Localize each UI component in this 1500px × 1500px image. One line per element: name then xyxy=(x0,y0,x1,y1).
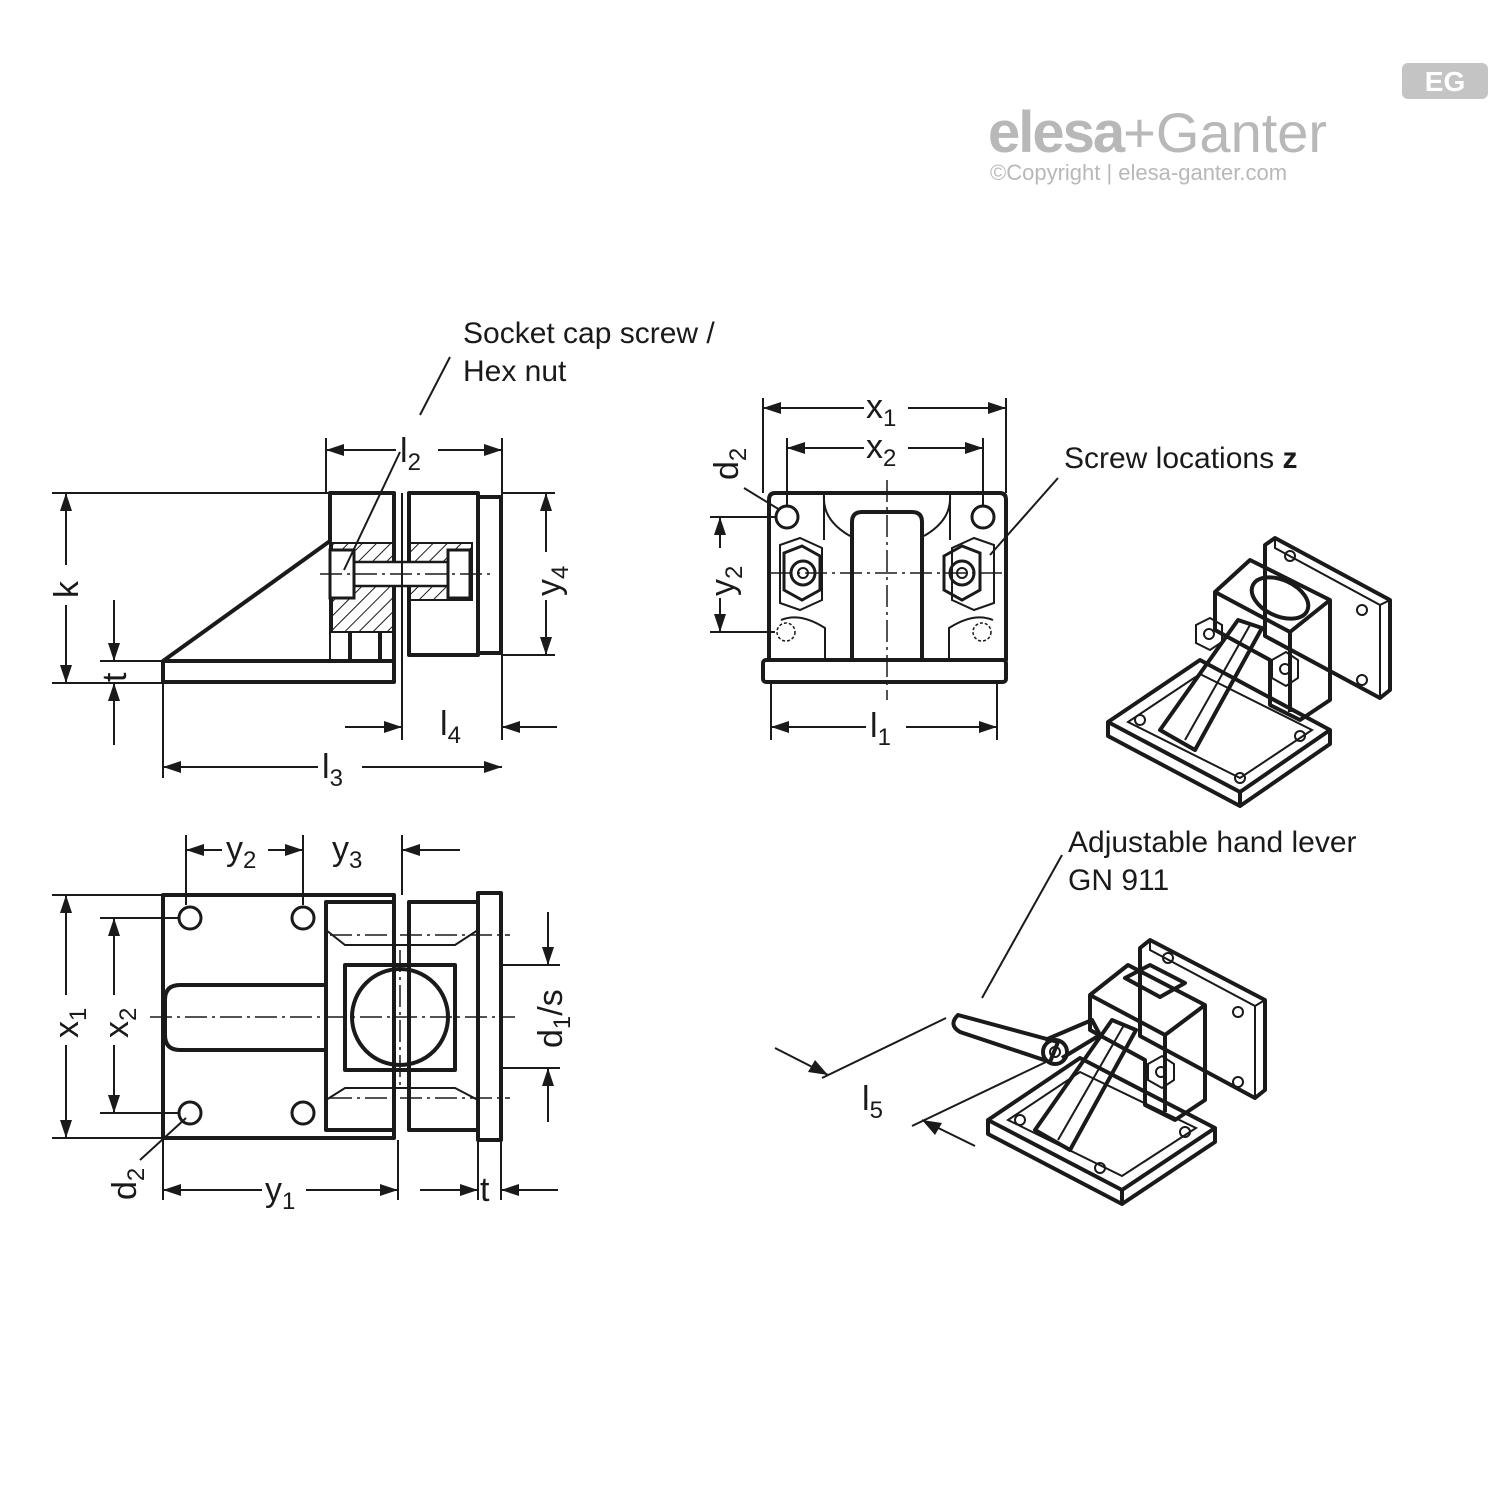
dim-label-l5: l5 xyxy=(862,1080,883,1124)
front-nut-left xyxy=(782,544,822,602)
dim-label-l3: l3 xyxy=(322,748,343,792)
dim-label-d2-top: d2 xyxy=(106,1168,150,1200)
dim-label-y1: y1 xyxy=(265,1171,295,1215)
logo-plus: + xyxy=(1123,101,1156,164)
top-clamp-left xyxy=(324,900,396,1132)
dim-label-l1: l1 xyxy=(870,707,891,751)
dim-label-l2: l2 xyxy=(400,432,421,476)
dim-label-y3: y3 xyxy=(332,830,362,874)
front-nut-right xyxy=(942,544,982,602)
top-base-plate xyxy=(161,893,396,1140)
callout-gn911: GN 911 xyxy=(1068,864,1169,897)
hand-lever-leader xyxy=(981,854,1063,999)
logo-badge-text: EG xyxy=(1425,66,1465,97)
socket-screw-leader xyxy=(419,356,451,416)
dim-label-y2-front: y2 xyxy=(704,566,748,596)
iso2-flange xyxy=(1138,938,1267,1100)
iso2-rib xyxy=(1033,1018,1138,1152)
dim-label-x2-front: x2 xyxy=(866,428,896,472)
iso-view-lever: l5 Adjustable hand lever GN 911 xyxy=(774,826,1357,1206)
dim-label-k: k xyxy=(48,580,86,598)
logo-brand-b: Ganter xyxy=(1156,101,1327,164)
dim-label-x1-front: x1 xyxy=(866,388,896,432)
logo-badge xyxy=(1402,63,1488,99)
dim-label-x2-top: x2 xyxy=(98,1008,142,1038)
dim-label-d2-front: d2 xyxy=(708,448,752,480)
side-lower-step xyxy=(348,632,382,661)
logo-wordmark: elesa+Ganter xyxy=(988,100,1327,165)
side-view: l2 k t y4 l4 l3 Socket cap screw / Hex n… xyxy=(46,317,715,792)
front-hole-tl xyxy=(774,504,800,530)
logo-copyright: ©Copyright | elesa-ganter.com xyxy=(990,160,1287,185)
screw-locations-leader xyxy=(989,477,1059,556)
dim-label-t-top: t xyxy=(480,1171,490,1209)
top-view: y2 y3 x1 x2 d1/s d2 y1 t xyxy=(44,830,576,1215)
dim-label-t-side: t xyxy=(96,672,134,682)
iso1-bore xyxy=(1249,575,1311,621)
iso-view-clamp xyxy=(1106,536,1392,808)
front-base xyxy=(761,658,1008,684)
top-rib xyxy=(163,983,328,1052)
logo-brand-a: elesa xyxy=(988,100,1126,165)
iso2-body xyxy=(1088,963,1207,1122)
front-center-slot xyxy=(850,510,924,660)
dim-label-y2-top: y2 xyxy=(226,830,256,874)
dim-label-d1s: d1/s xyxy=(532,989,576,1048)
side-flange xyxy=(476,495,503,655)
dim-label-x1-top: x1 xyxy=(48,1008,92,1038)
front-hole-tr xyxy=(970,504,996,530)
callout-socket-screw: Socket cap screw / xyxy=(463,317,715,350)
brand-logo: EG elesa+Ganter ©Copyright | elesa-gante… xyxy=(988,63,1488,185)
front-view: x1 x2 d2 y2 l1 Screw locations z xyxy=(700,388,1297,751)
iso1-rib xyxy=(1158,618,1264,752)
dim-label-y4: y4 xyxy=(530,566,574,596)
iso2-hand-lever xyxy=(951,1013,1060,1064)
callout-hex-nut: Hex nut xyxy=(463,355,567,388)
callout-screw-locations: Screw locations z xyxy=(1064,442,1297,475)
iso1-body xyxy=(1213,558,1332,722)
dim-label-l4: l4 xyxy=(440,705,461,749)
iso2-lever-hub xyxy=(1041,1038,1069,1066)
callout-hand-lever: Adjustable hand lever xyxy=(1068,826,1357,859)
